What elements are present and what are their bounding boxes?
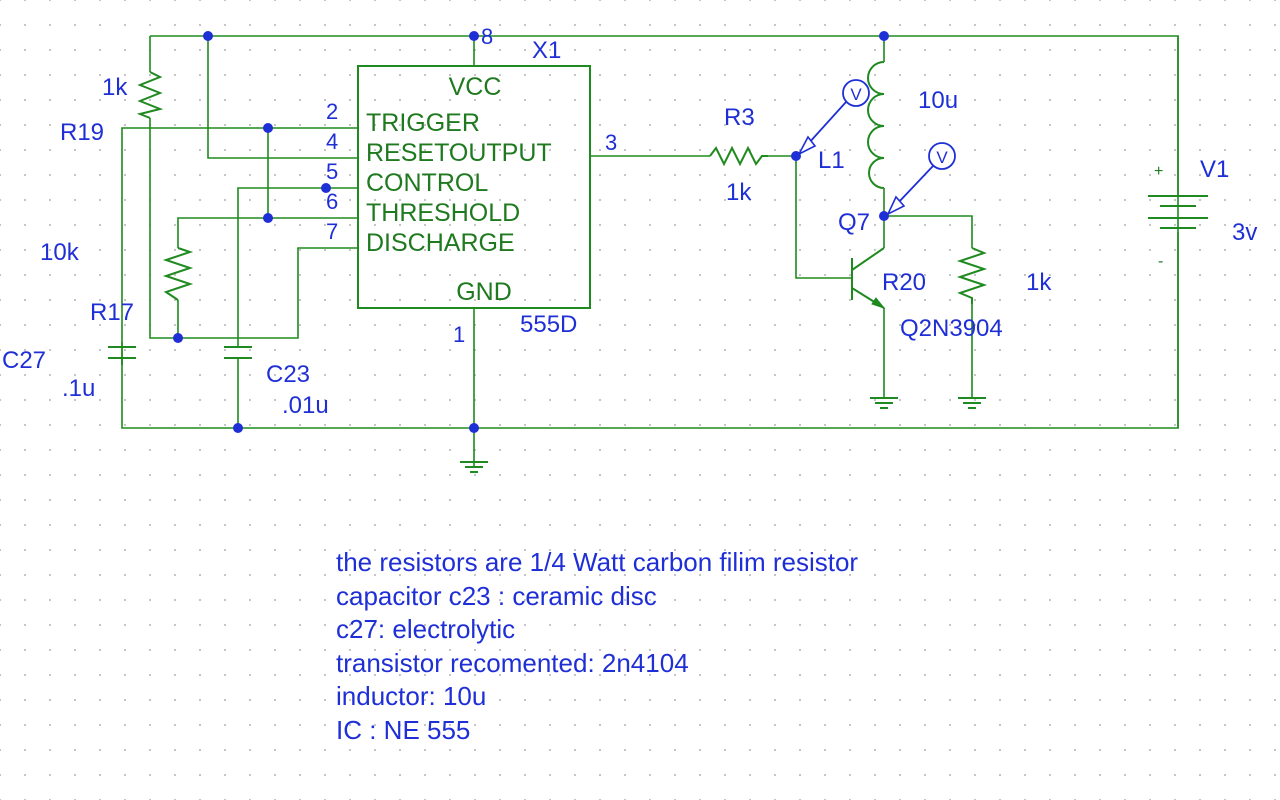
- v1-value: 3v: [1232, 219, 1257, 246]
- l1-ref: L1: [818, 147, 845, 174]
- voltage-probe-icon-1: V: [797, 79, 870, 156]
- notes-block: the resistors are 1/4 Watt carbon filim …: [336, 546, 858, 747]
- v1-plus-sign: +: [1154, 163, 1163, 180]
- r3-value: 1k: [726, 179, 752, 206]
- note-line-1: the resistors are 1/4 Watt carbon filim …: [336, 547, 859, 577]
- voltage-probe-icon-2: V: [886, 142, 956, 216]
- resistor-r20: [956, 247, 988, 304]
- probe-label-2: V: [936, 148, 948, 167]
- r3-ref: R3: [724, 104, 755, 131]
- pin-number-output: 3: [605, 130, 617, 155]
- pin-number-threshold: 6: [326, 189, 338, 214]
- c23-ref: C23: [266, 361, 310, 388]
- note-line-2: capacitor c23 : ceramic disc: [336, 580, 657, 611]
- r20-ref: R20: [882, 269, 926, 296]
- pin-number-reset: 4: [326, 129, 338, 154]
- resistor-r17: [162, 247, 194, 301]
- note-line-6: IC : NE 555: [336, 714, 471, 745]
- ic-pin-discharge: DISCHARGE: [366, 229, 515, 257]
- ic-pin-threshold: THRESHOLD: [366, 199, 520, 227]
- r19-value: 1k: [102, 74, 128, 101]
- capacitor-c27: [108, 346, 136, 365]
- c23-value: .01u: [282, 392, 329, 419]
- pin-number-trigger: 2: [326, 99, 338, 124]
- note-line-3: c27: electrolytic: [336, 614, 516, 644]
- q7-model: Q2N3904: [900, 315, 1003, 342]
- ic-gnd-label: GND: [456, 278, 512, 306]
- c27-value: .1u: [62, 375, 95, 402]
- l1-value: 10u: [918, 87, 958, 114]
- pin-number-vcc: 8: [481, 24, 493, 49]
- r20-value: 1k: [1026, 269, 1052, 296]
- ic-pin-control: CONTROL: [366, 169, 488, 197]
- resistor-r3: [709, 145, 768, 167]
- wires: [121, 35, 1179, 468]
- c27-ref: C27: [2, 347, 46, 374]
- capacitor-c23: [224, 342, 252, 365]
- ground-icon-main: [460, 461, 488, 473]
- ground-icon-r20: [958, 397, 986, 409]
- probe-label-1: V: [850, 85, 862, 104]
- note-line-4: transistor recomented: 2n4104: [336, 647, 689, 678]
- note-line-5: inductor: 10u: [336, 681, 487, 711]
- ground-icon-q7: [870, 397, 898, 409]
- ic-555-body: [357, 65, 591, 309]
- inductor-l1: [867, 61, 885, 189]
- battery-v1: [1148, 195, 1208, 229]
- resistor-r19: [136, 71, 164, 119]
- ic-pin-resetoutput: RESETOUTPUT: [366, 139, 552, 167]
- pin-number-control: 5: [326, 159, 338, 184]
- transistor-q7: [851, 247, 886, 310]
- v1-ref: V1: [1200, 156, 1229, 183]
- v1-minus-sign: -: [1158, 253, 1163, 270]
- ic-pin-trigger: TRIGGER: [366, 109, 480, 137]
- ic-ref-label: X1: [532, 37, 561, 64]
- r17-ref: R17: [90, 299, 134, 326]
- q7-ref: Q7: [838, 209, 870, 236]
- junction-dots: [173, 31, 889, 433]
- pin-number-discharge: 7: [326, 219, 338, 244]
- ic-vcc-label: VCC: [449, 73, 502, 101]
- pin-number-gnd: 1: [453, 322, 465, 347]
- r17-value: 10k: [40, 239, 80, 266]
- r19-ref: R19: [60, 119, 104, 146]
- ic-model-label: 555D: [520, 311, 577, 338]
